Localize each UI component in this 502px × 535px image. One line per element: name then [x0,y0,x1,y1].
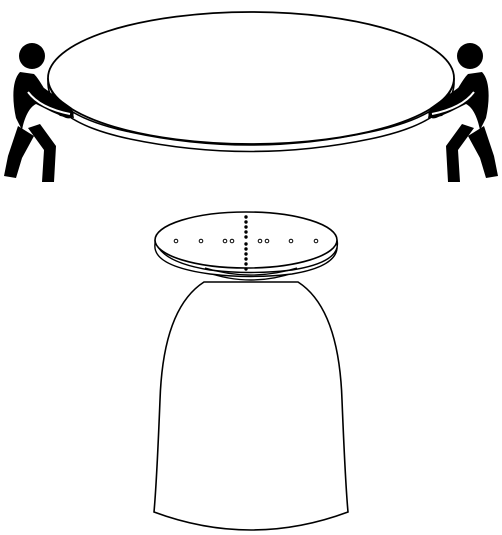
plate-hole [244,242,247,245]
plate-hole [244,225,247,228]
plate-hole [244,215,247,218]
plate-hole [244,267,247,270]
tabletop [48,12,454,152]
person-left-leg-front-icon [28,124,56,182]
plate-hole [244,230,247,233]
person-left-leg-back-icon [4,126,34,178]
plate-hole [244,220,247,223]
plate-hole [244,257,247,260]
person-right-leg-back-icon [468,126,498,178]
plate-hole [244,252,247,255]
plate-hole [244,247,247,250]
person-right-head-icon [457,43,483,69]
person-left-head-icon [19,43,45,69]
table-base [154,212,348,530]
tabletop-surface [48,12,454,144]
plate-hole [244,262,247,265]
person-right-leg-front-icon [446,124,474,182]
base-body [154,282,348,530]
plate-hole [244,235,247,238]
